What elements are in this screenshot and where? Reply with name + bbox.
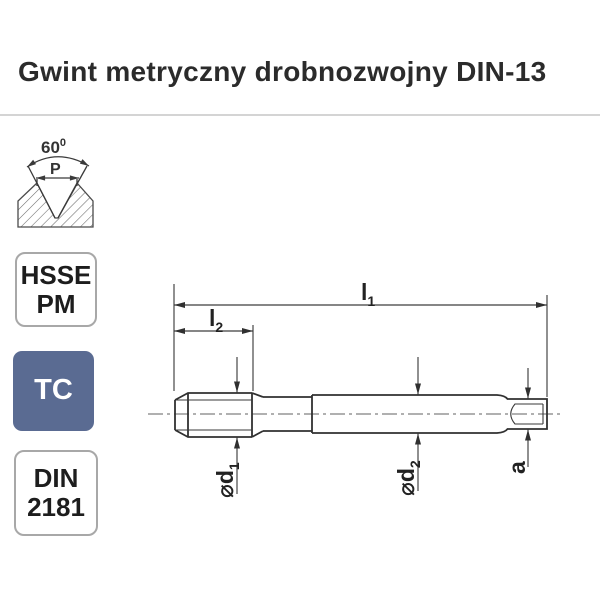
label-d2: ⌀d2 (393, 460, 423, 496)
title-divider (0, 114, 600, 116)
dimension-lines (173, 284, 548, 494)
tap-inner-lines (176, 399, 544, 431)
material-badge-line2: PM (36, 288, 76, 319)
standard-badge-line1: DIN (33, 463, 79, 494)
pitch-label: P (50, 161, 61, 178)
page-title: Gwint metryczny drobnozwojny DIN-13 (18, 56, 547, 87)
material-badge-line1: HSSE (20, 259, 92, 290)
coating-badge-tc: TC (13, 351, 94, 431)
standard-badge-line2: 2181 (27, 492, 85, 522)
label-l1: l1 (361, 279, 375, 309)
thread-profile-body (17, 181, 94, 228)
material-badge-hsse-pm: HSSE PM (15, 252, 97, 327)
standard-badge-din-2181: DIN 2181 (14, 450, 98, 536)
coating-badge-label: TC (34, 374, 73, 407)
label-l2: l2 (209, 305, 223, 335)
label-d1: ⌀d1 (212, 462, 242, 498)
angle-label: 600 (41, 137, 66, 157)
angle-arc (26, 156, 90, 168)
technical-drawing: l1 l2 ⌀d1 ⌀d2 a (148, 279, 562, 498)
label-a: a (504, 461, 530, 474)
thread-profile-icon: 600 P (17, 137, 94, 228)
